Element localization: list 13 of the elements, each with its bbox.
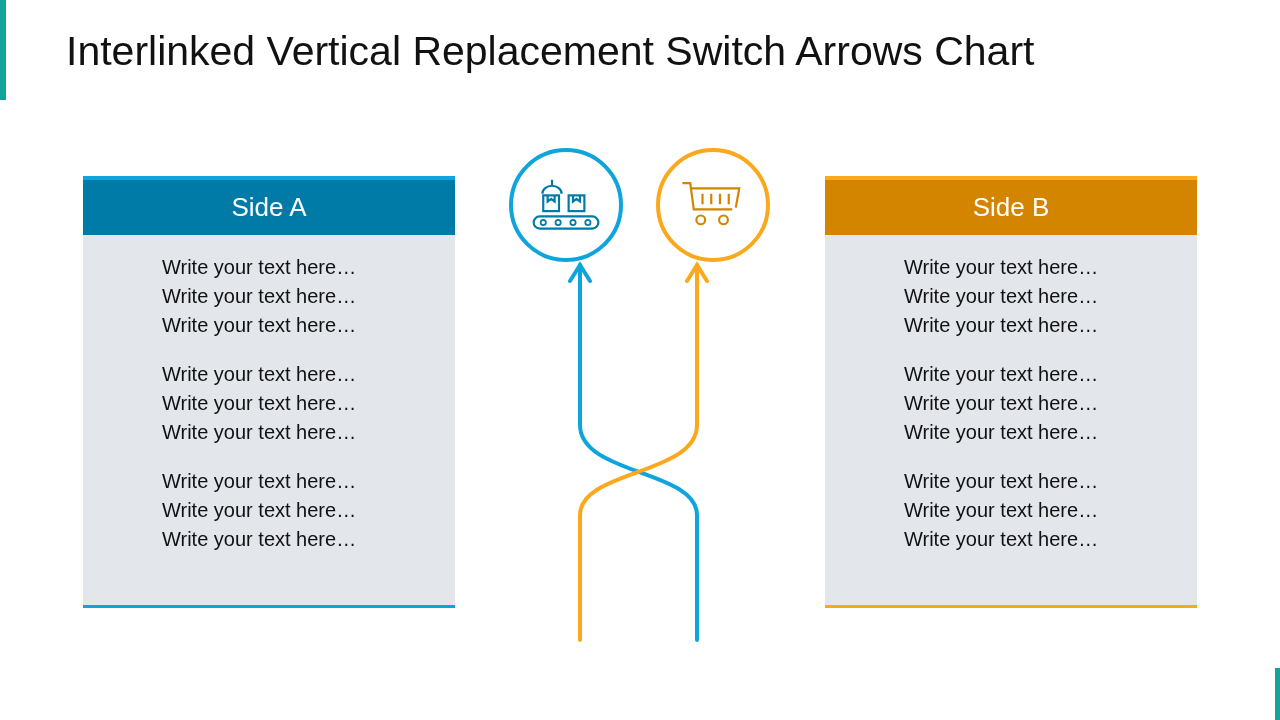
icon-circle (656, 148, 770, 262)
text-paragraph: Write your text here… Write your text here… Write your text here… (161, 362, 358, 445)
text-panel (83, 176, 455, 608)
text-paragraph: Write your text here… Write your text here… Write your text here… (161, 255, 358, 338)
text-paragraph: Write your text here… Write your text here… Write your text here… (903, 469, 1100, 552)
panel-header: Side B (825, 180, 1197, 235)
icon-circle (509, 148, 623, 262)
text-paragraph: Write your text here… Write your text here… Write your text here… (161, 469, 358, 552)
text-paragraph: Write your text here… Write your text here… Write your text here… (903, 362, 1100, 445)
panel-header: Side A (83, 180, 455, 235)
text-panel (825, 176, 1197, 608)
text-paragraph: Write your text here… Write your text here… Write your text here… (903, 255, 1100, 338)
slide-title: Interlinked Vertical Replacement Switch Arrows Chart (66, 28, 1035, 75)
